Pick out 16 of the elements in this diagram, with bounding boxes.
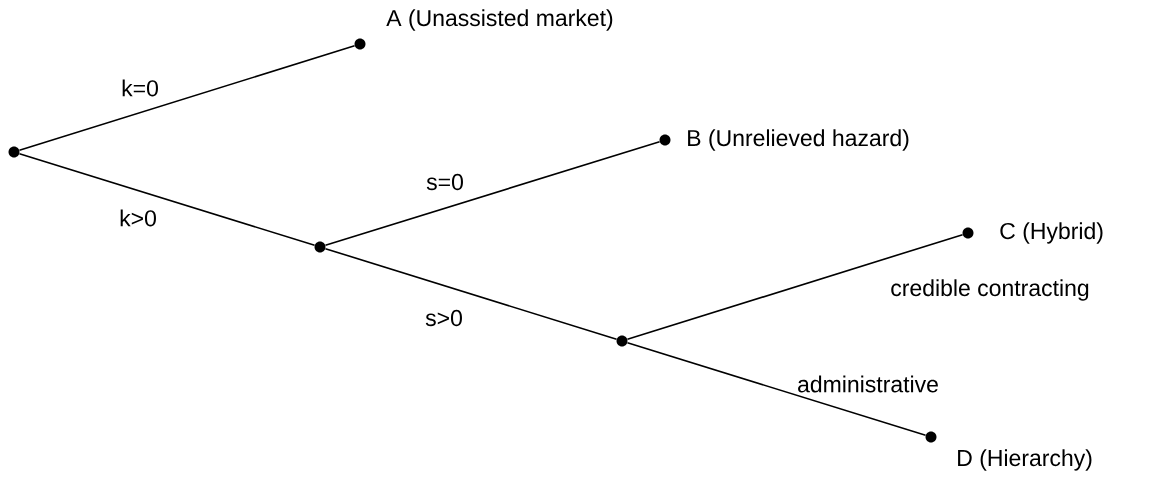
branch-line — [18, 152, 316, 247]
edge-label: s=0 — [426, 173, 463, 191]
edge-label: administrative — [798, 375, 938, 393]
edge-label: k=0 — [122, 79, 158, 97]
branch-line — [324, 140, 661, 247]
edge-label: k>0 — [120, 209, 156, 227]
edge-label: s>0 — [425, 309, 462, 327]
node-label: D (Hierarchy) — [958, 449, 1092, 471]
node-label: C (Hybrid) — [1000, 222, 1103, 244]
branch-line — [626, 341, 927, 437]
node-label: B (Unrelieved hazard) — [688, 129, 909, 151]
edge-label: credible contracting — [891, 279, 1089, 301]
node-label: A (Unassisted market) — [386, 9, 613, 31]
branch-line — [626, 233, 964, 341]
branch-line — [324, 247, 618, 341]
branch-line — [18, 44, 356, 152]
